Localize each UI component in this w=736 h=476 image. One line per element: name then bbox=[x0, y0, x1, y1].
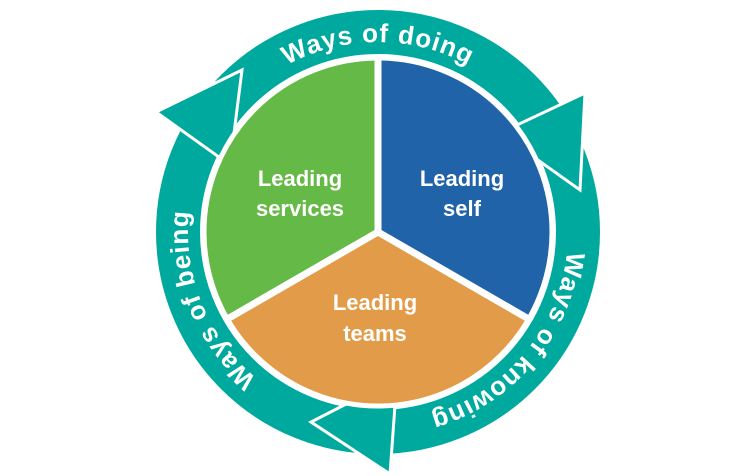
label-leading-teams-line1: Leading bbox=[333, 290, 417, 315]
pie-outline bbox=[201, 55, 555, 409]
segment-dividers bbox=[201, 55, 555, 409]
arrowhead-left bbox=[153, 67, 244, 168]
label-leading-self-line2: self bbox=[443, 196, 482, 221]
label-leading-services-line1: Leading bbox=[258, 166, 342, 191]
arrowhead-top-right bbox=[497, 90, 587, 193]
label-leading-teams-line2: teams bbox=[343, 321, 407, 346]
divider-line bbox=[223, 228, 380, 324]
label-leading-self-line1: Leading bbox=[420, 166, 504, 191]
label-leading-services-line2: services bbox=[256, 196, 344, 221]
divider-line bbox=[376, 228, 533, 324]
